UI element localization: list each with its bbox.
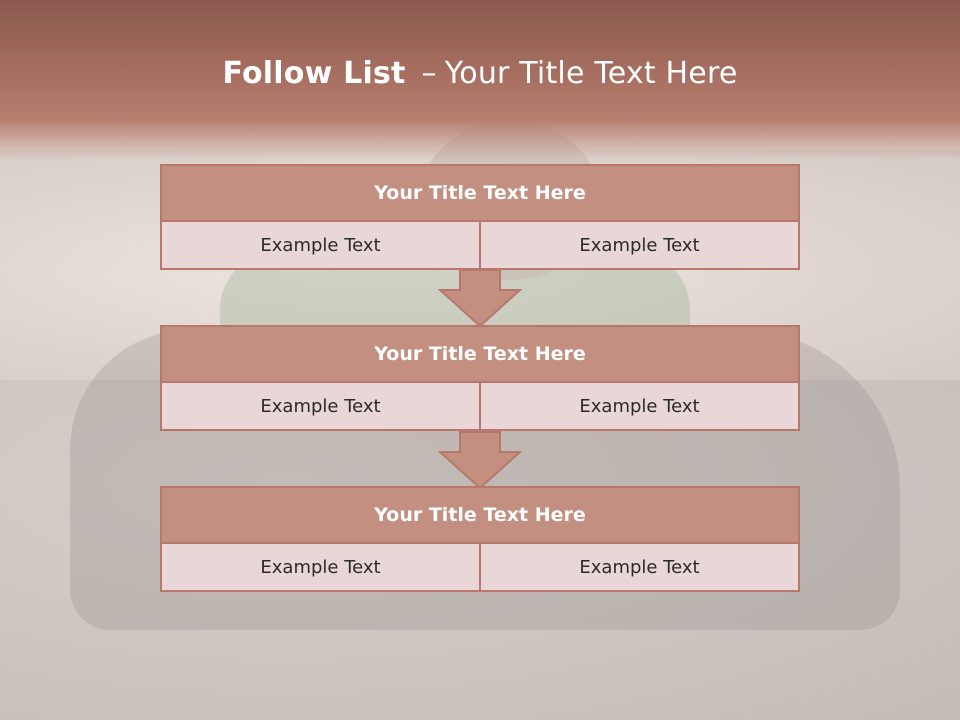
down-arrow-icon — [438, 431, 522, 490]
block-cell-right: Example Text — [479, 222, 798, 268]
title-rest: Your Title Text Here — [444, 56, 738, 91]
title-bold: Follow List — [222, 56, 406, 91]
block-cell-left: Example Text — [162, 383, 479, 429]
block-heading: Your Title Text Here — [162, 488, 798, 544]
block-heading: Your Title Text Here — [162, 166, 798, 222]
block-row: Example Text Example Text — [162, 544, 798, 590]
block-cell-left: Example Text — [162, 544, 479, 590]
follow-block-3: Your Title Text Here Example Text Exampl… — [160, 486, 800, 592]
follow-block-1: Your Title Text Here Example Text Exampl… — [160, 164, 800, 270]
block-cell-right: Example Text — [479, 544, 798, 590]
block-heading: Your Title Text Here — [162, 327, 798, 383]
header-band — [0, 0, 960, 160]
title-dash: – — [421, 56, 437, 91]
block-cell-right: Example Text — [479, 383, 798, 429]
block-row: Example Text Example Text — [162, 383, 798, 429]
page-title: Follow List–Your Title Text Here — [0, 56, 960, 91]
block-cell-left: Example Text — [162, 222, 479, 268]
block-row: Example Text Example Text — [162, 222, 798, 268]
down-arrow-icon — [438, 269, 522, 328]
follow-block-2: Your Title Text Here Example Text Exampl… — [160, 325, 800, 431]
